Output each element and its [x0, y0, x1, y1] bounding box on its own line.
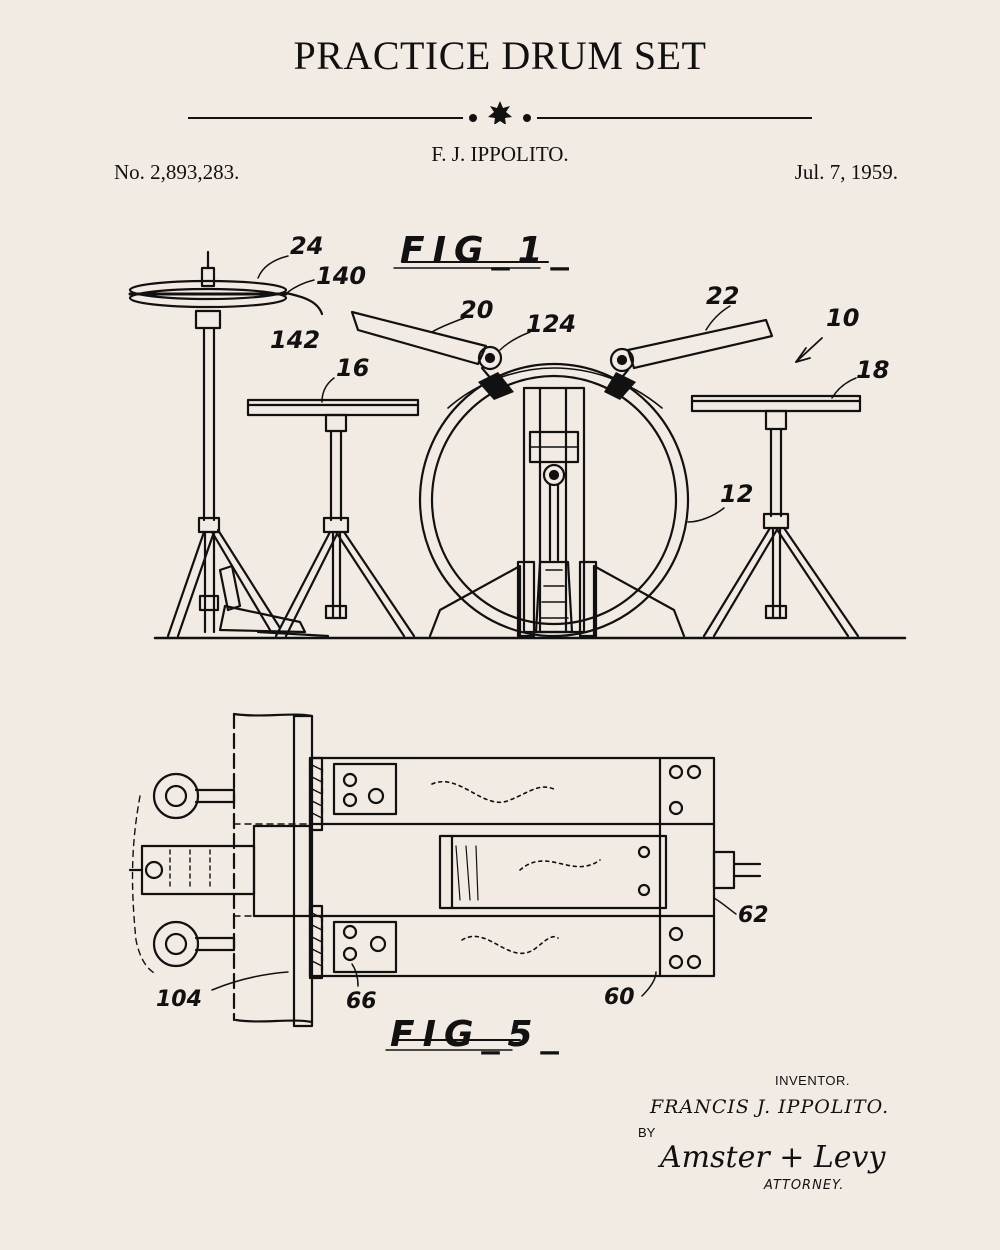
- ref-124: 124: [526, 310, 576, 338]
- attorney-signature: Amster + Levy: [660, 1140, 886, 1175]
- page-title: PRACTICE DRUM SET: [293, 33, 707, 78]
- pad-arm-22: [609, 318, 774, 384]
- inventor-signature-name: FRANCIS J. IPPOLITO.: [650, 1096, 890, 1118]
- inventor-name-header: F. J. IPPOLITO.: [431, 142, 569, 166]
- inventor-label: INVENTOR.: [775, 1073, 851, 1088]
- practice-pad-18: [690, 394, 862, 638]
- bass-drum-frame: [418, 362, 690, 638]
- ref-20: 20: [460, 296, 493, 324]
- pad-arm-20: [350, 310, 503, 382]
- signature-block: INVENTOR. FRANCIS J. IPPOLITO. BY Amster…: [600, 1068, 920, 1218]
- ornamental-divider: [188, 101, 812, 124]
- ref-10: 10: [826, 304, 859, 332]
- figure-1-label: FIG_1_: [400, 230, 577, 271]
- figure-5-label: FIG_5_: [390, 1014, 567, 1055]
- ref-142: 142: [270, 326, 320, 354]
- practice-pad-16: [246, 398, 420, 638]
- ref-24: 24: [290, 232, 323, 260]
- attorney-label: ATTORNEY.: [764, 1178, 845, 1193]
- by-label: BY: [638, 1125, 656, 1140]
- ref-16: 16: [336, 354, 369, 382]
- ref-62: 62: [738, 903, 769, 928]
- star-icon: [488, 101, 512, 124]
- ref-22: 22: [706, 282, 739, 310]
- ref-140: 140: [316, 262, 366, 290]
- ref-18: 18: [856, 356, 889, 384]
- patent-number: No. 2,893,283.: [114, 160, 240, 184]
- hi-hat-stand: [128, 250, 330, 638]
- ref-12: 12: [720, 480, 753, 508]
- patent-date: Jul. 7, 1959.: [794, 160, 898, 184]
- ref-104: 104: [156, 987, 202, 1012]
- figure-5-drawing: [128, 712, 762, 1028]
- ref-60: 60: [604, 985, 635, 1010]
- ref-66: 66: [346, 989, 377, 1014]
